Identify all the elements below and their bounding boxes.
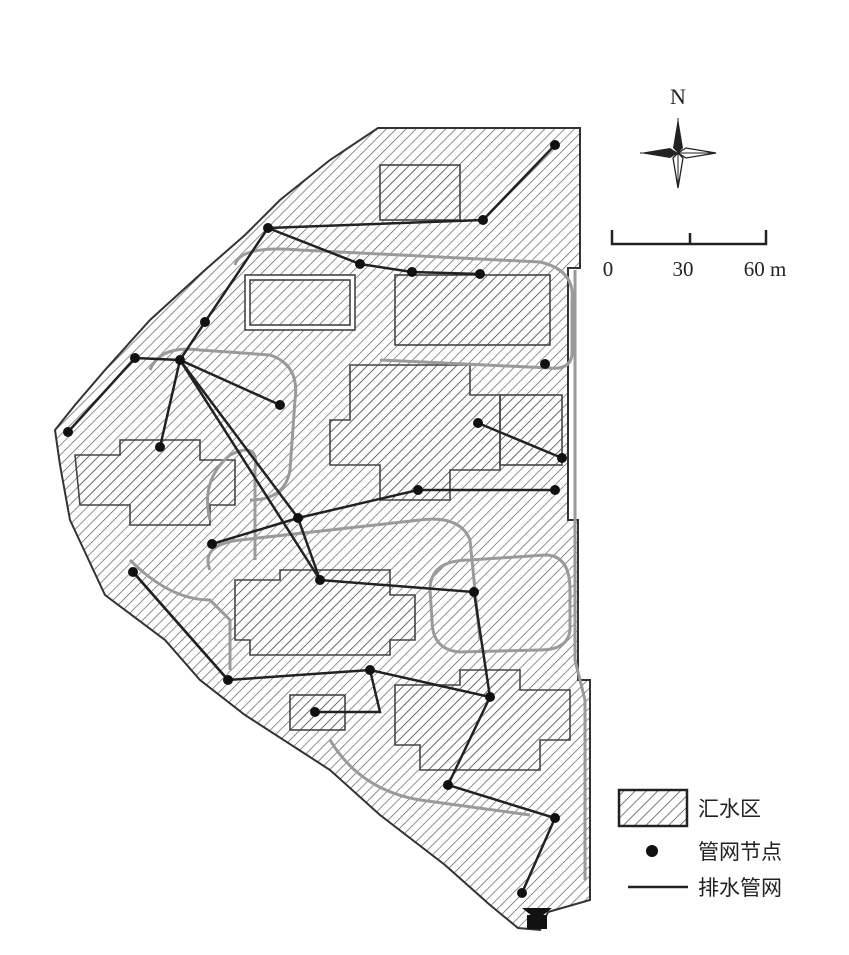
pipe-node [443, 780, 453, 790]
pipe-segment [131, 570, 230, 682]
pipe-node [293, 513, 303, 523]
pipe-node [478, 215, 488, 225]
pipe-node [517, 888, 527, 898]
pipe-node [263, 223, 273, 233]
pipe-node [485, 692, 495, 702]
legend-node-symbol [646, 845, 658, 857]
roads [128, 247, 587, 880]
pipe-node [550, 813, 560, 823]
pipe-segment [266, 226, 482, 276]
north-label: N [670, 84, 686, 109]
legend-catchment-label: 汇水区 [698, 797, 761, 821]
pipe-segment [313, 668, 382, 714]
legend: 汇水区 管网节点 排水管网 [617, 788, 782, 900]
pipe-node [550, 140, 560, 150]
pipe-segment [66, 356, 137, 434]
compass-rose-icon [640, 118, 717, 189]
road-south [328, 739, 531, 817]
pipe-node [128, 567, 138, 577]
legend-catchment-swatch [617, 788, 689, 828]
pipe-network [66, 143, 564, 895]
building-block-ne [394, 274, 551, 346]
buildings [74, 164, 571, 771]
pipe-nodes [63, 140, 567, 898]
pipe-node [200, 317, 210, 327]
building-center [329, 364, 501, 501]
road-inner-w [128, 558, 232, 670]
pipe-node [155, 442, 165, 452]
pipe-node [540, 359, 550, 369]
pipe-node [475, 269, 485, 279]
scale-bar: 0 30 60 m [603, 230, 787, 281]
pipe-node [413, 485, 423, 495]
legend-node-label: 管网节点 [698, 840, 782, 864]
outlet-box [527, 915, 547, 929]
legend-pipe-label: 排水管网 [698, 876, 782, 900]
scale-label-0: 0 [603, 257, 614, 281]
pipe-node [365, 665, 375, 675]
pipe-node [557, 453, 567, 463]
building-block-n-inner [249, 279, 351, 326]
pipe-node [315, 575, 325, 585]
pipe-node [175, 355, 185, 365]
pipe-node [275, 400, 285, 410]
pipe-segment [158, 358, 182, 449]
pipe-node [63, 427, 73, 437]
building-south-center [234, 569, 416, 656]
pipe-node [550, 485, 560, 495]
pipe-segment [446, 695, 557, 895]
pipe-segment [476, 421, 564, 460]
pipe-segment [178, 358, 322, 582]
pipe-node [469, 587, 479, 597]
compass: N [640, 84, 717, 189]
pipe-segment [210, 488, 557, 546]
road-east-edge [573, 270, 587, 880]
pipe-node [130, 353, 140, 363]
road-south-loop [206, 517, 482, 641]
pipe-node [355, 259, 365, 269]
pipe-node [407, 267, 417, 277]
scale-label-60: 60 m [744, 257, 787, 281]
outlet-marker [522, 908, 552, 929]
building-top [379, 164, 461, 221]
pipe-node [207, 539, 217, 549]
outlet-arrow [522, 908, 552, 920]
road-loop-north [233, 247, 574, 370]
building-west [74, 439, 236, 526]
scale-bar-line [610, 230, 768, 246]
building-south [394, 669, 571, 771]
pipe-node [223, 675, 233, 685]
pipe-node [310, 707, 320, 717]
scale-label-30: 30 [673, 257, 694, 281]
pipe-node [473, 418, 483, 428]
road-east-loop [428, 553, 572, 654]
